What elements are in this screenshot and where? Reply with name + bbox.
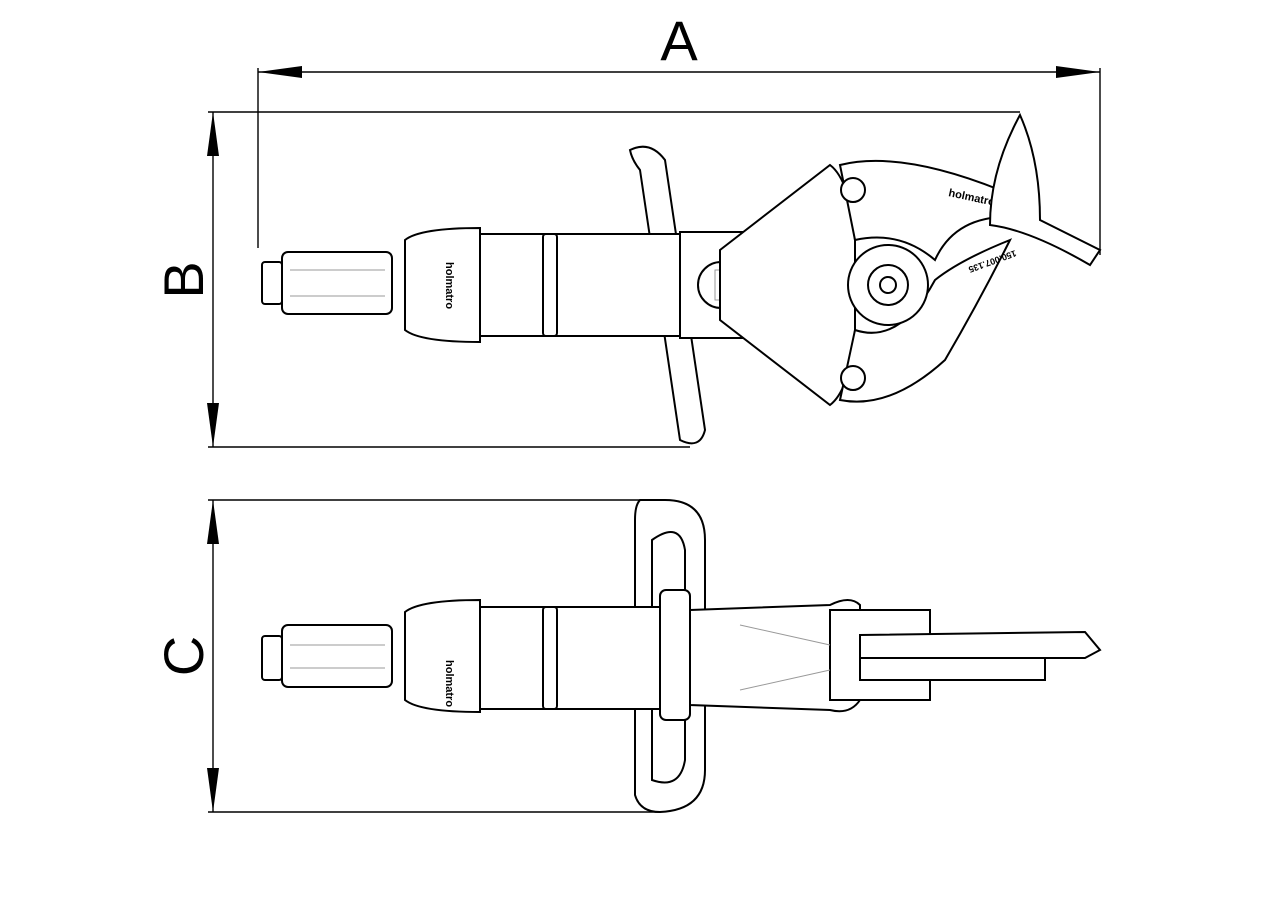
cutter-top-view: holmatro holmatro 150.007.135 <box>261 112 1102 445</box>
cutter-side-view: holmatro <box>261 499 1102 814</box>
dimension-b-label: B <box>152 261 215 298</box>
dimension-c-label: C <box>152 636 215 676</box>
dimension-a-label: A <box>660 9 698 72</box>
dimension-a: A <box>257 9 1101 255</box>
brand-label-handle-side: holmatro <box>443 660 455 707</box>
dimension-c: C <box>152 499 660 813</box>
dimension-b: B <box>152 111 1020 448</box>
brand-label-handle-top: holmatro <box>443 262 455 309</box>
